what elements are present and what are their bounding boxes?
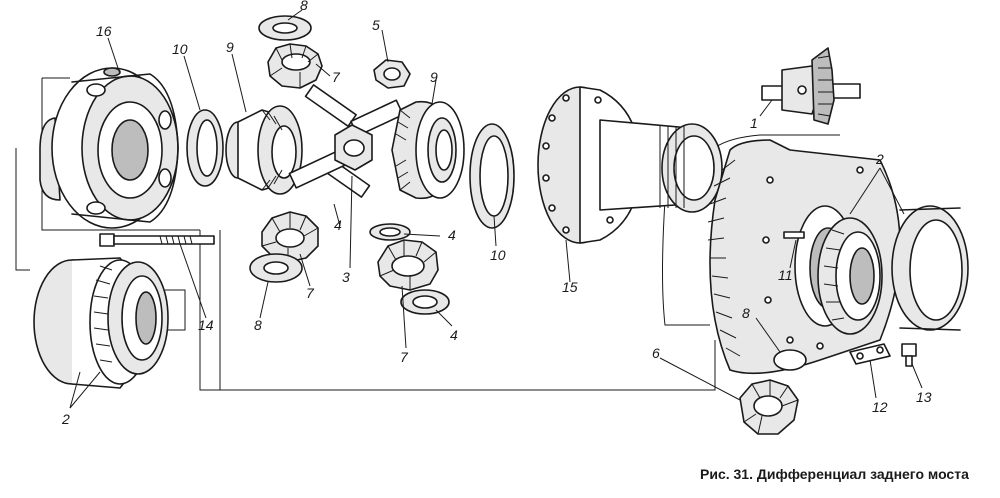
callout-8-right: 8 (742, 305, 750, 321)
lock-plate (849, 343, 891, 365)
washer-4-bottom (400, 289, 450, 315)
callout-14: 14 (198, 317, 214, 333)
callout-16: 16 (96, 23, 112, 39)
pinion-gear-top (267, 43, 323, 89)
thrust-washer-right (469, 123, 515, 229)
callout-2-right: 2 (875, 151, 884, 167)
callout-9-right: 9 (430, 69, 438, 85)
bearing-cup-right (891, 205, 969, 331)
callout-8-bottom: 8 (254, 317, 262, 333)
callout-labels: 16 10 9 8 7 5 9 1 2 10 4 4 4 3 7 7 8 14 … (61, 0, 932, 427)
washer-4-top (369, 223, 411, 241)
callout-13: 13 (916, 389, 932, 405)
figure-caption: Рис. 31. Дифференциал заднего моста (700, 466, 969, 482)
thrust-washer-left (186, 109, 224, 187)
callout-1: 1 (750, 115, 758, 131)
callout-7-top: 7 (332, 69, 341, 85)
lock-bolt (901, 343, 917, 367)
callout-5: 5 (372, 17, 380, 33)
callout-4-c: 4 (450, 327, 458, 343)
case-half-left (39, 67, 179, 229)
spider-cross (288, 84, 404, 198)
callout-7-center: 7 (400, 349, 409, 365)
side-gear-left (225, 105, 303, 195)
callout-15: 15 (562, 279, 578, 295)
pinion-gear-lower (739, 379, 799, 435)
case-half-right (537, 86, 723, 244)
pinion-gear-left (261, 211, 319, 263)
callout-11: 11 (778, 267, 793, 283)
bearing-left (33, 257, 169, 389)
callout-8-top: 8 (300, 0, 308, 13)
callout-2-left: 2 (61, 411, 70, 427)
pinion-gear-center (377, 239, 439, 291)
callout-10-right: 10 (490, 247, 506, 263)
callout-4-b: 4 (448, 227, 456, 243)
pinion-washer-top (258, 15, 312, 41)
callout-7-left: 7 (306, 285, 315, 301)
bolt (99, 233, 215, 247)
callout-9-left: 9 (226, 39, 234, 55)
callout-3: 3 (342, 269, 350, 285)
bearing-right (817, 217, 883, 335)
side-gear-right (391, 100, 465, 200)
assembly-guide-lines (15, 77, 840, 391)
callout-4-a: 4 (334, 217, 342, 233)
pinion-gear-5 (373, 59, 411, 89)
callout-12: 12 (872, 399, 888, 415)
pinion-washer-bottom (249, 253, 303, 283)
callout-10-left: 10 (172, 41, 188, 57)
leader-lines (69, 9, 923, 409)
callout-6: 6 (652, 345, 660, 361)
drive-pinion (761, 47, 861, 125)
